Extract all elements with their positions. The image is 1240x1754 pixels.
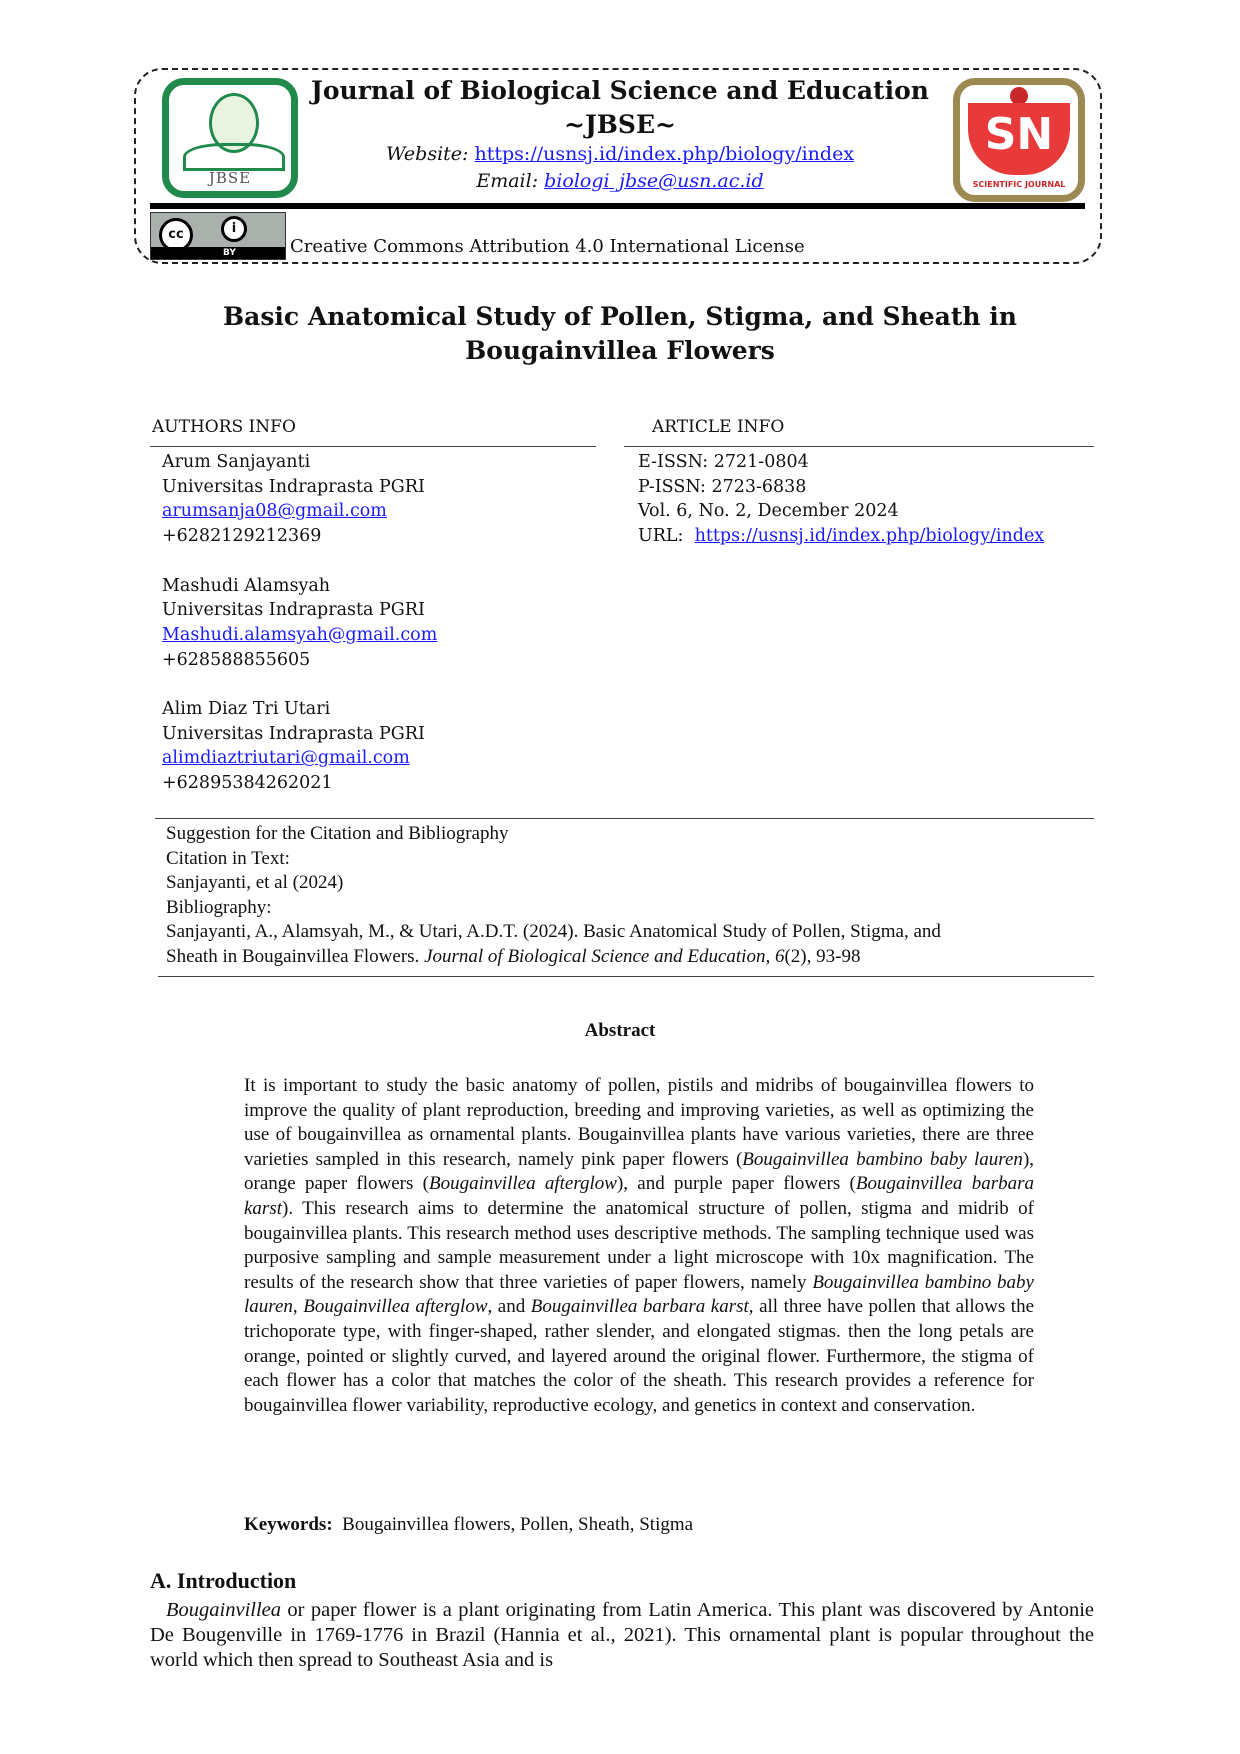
journal-header-frame [134,68,1102,264]
eissn: E-ISSN: 2721-0804 [638,452,809,472]
bibliography-label: Bibliography: [166,896,272,918]
article-info-rule [624,446,1094,447]
citation-block: Suggestion for the Citation and Bibliogr… [166,822,941,970]
author-email-link[interactable]: alimdiaztriutari@gmail.com [162,748,410,769]
bibliography-line-1: Sanjayanti, A., Alamsyah, M., & Utari, A… [166,921,941,943]
citation-top-rule [155,818,1094,819]
journal-name: Journal of Biological Science and Educat… [311,76,929,105]
author-phone: +628588855605 [162,649,311,670]
sn-logo-letters: SN [968,103,1070,175]
author-affiliation: Universitas Indraprasta PGRI [162,723,425,744]
citation-heading: Suggestion for the Citation and Bibliogr… [166,823,509,844]
keywords-label: Keywords: [244,1514,333,1535]
journal-email-link[interactable]: biologi_jbse@usn.ac.id [544,170,764,192]
author-affiliation: Universitas Indraprasta PGRI [162,476,425,497]
abstract-segment: It is important to study the basic anato… [244,1075,1034,1170]
pissn: P-ISSN: 2723-6838 [638,476,807,497]
abstract-segment: , [292,1296,304,1318]
citation-in-text-label: Citation in Text: [166,847,290,869]
header-divider [150,203,1085,209]
abstract-heading: Abstract [584,1020,656,1041]
author-phone: +62895384262021 [162,773,333,794]
abstract-segment: ), and purple paper flowers ( [616,1173,856,1195]
authors-info-heading: AUTHORS INFO [152,417,296,437]
species-name: Bougainvillea afterglow [303,1296,488,1318]
sn-logo-band: SCIENTIFIC JOURNAL [972,180,1066,189]
email-label: Email: [476,170,539,192]
by-label: BY [223,248,236,258]
website-line: Website: https://usnsj.id/index.php/biol… [300,143,940,165]
cc-by-badge[interactable]: cc i BY [150,212,286,260]
species-name: Bougainvillea barbara karst [244,1173,1034,1219]
journal-title: Journal of Biological Science and Educat… [300,74,940,142]
bib-journal-name: Journal of Biological Science and Educat… [424,945,785,967]
species-name: Bougainvillea bambino baby lauren [742,1148,1023,1170]
introduction-text: Bougainvillea or paper flower is a plant… [150,1598,1094,1673]
introduction-heading: A. Introduction [150,1568,297,1593]
website-link[interactable]: https://usnsj.id/index.php/biology/index [474,143,855,165]
badge-strip [151,247,285,259]
abstract-segment: ), orange paper flowers ( [244,1148,1035,1195]
paper-title-line-1: Basic Anatomical Study of Pollen, Stigma… [223,302,1017,331]
article-info-heading: ARTICLE INFO [652,417,785,437]
license-text: Creative Commons Attribution 4.0 Interna… [290,236,805,257]
genus-name: Bougainvillea [166,1599,282,1621]
keywords-list: Bougainvillea flowers, Pollen, Sheath, S… [342,1514,694,1535]
author-name: Arum Sanjayanti [162,452,311,472]
abstract-segment: ). This research aims to determine the a… [244,1197,1034,1293]
author-email-link[interactable]: Mashudi.alamsyah@gmail.com [162,624,438,645]
species-name: Bougainvillea bambino baby lauren [244,1271,1034,1318]
university-seal-icon [1010,87,1028,105]
email-line: Email: biologi_jbse@usn.ac.id [300,170,940,192]
attribution-person-icon: i [221,216,247,242]
paper-title: Basic Anatomical Study of Pollen, Stigma… [180,300,1060,368]
authors-info-rule [150,446,596,447]
abstract-segment: , and [487,1296,531,1318]
author-email-link[interactable]: arumsanja08@gmail.com [162,501,387,522]
usn-scientific-journal-logo: SN SCIENTIFIC JOURNAL [953,78,1085,202]
jbse-logo-text: JBSE [208,169,252,187]
bib-pages: (2), 93-98 [784,945,861,967]
jbse-logo: JBSE [162,78,298,198]
paper-title-line-2: Bougainvillea Flowers [465,336,775,365]
abstract-segment: , all three have pollen that allows the … [244,1296,1035,1416]
citation-bottom-rule [158,976,1094,977]
open-book-icon [183,143,285,171]
species-name: Bougainvillea barbara karst [530,1296,749,1318]
bib-title-tail: Sheath in Bougainvillea Flowers. [166,945,425,967]
bibliography-line-2: Sheath in Bougainvillea Flowers. Journal… [166,945,941,970]
article-url-link[interactable]: https://usnsj.id/index.php/biology/index [694,526,1045,547]
author-phone: +6282129212369 [162,526,322,547]
website-label: Website: [385,143,469,165]
author-affiliation: Universitas Indraprasta PGRI [162,600,425,621]
author-name: Mashudi Alamsyah [162,575,331,596]
article-info-list: E-ISSN: 2721-0804 P-ISSN: 2723-6838 Vol.… [638,450,1044,549]
abstract-text: It is important to study the basic anato… [244,1074,1034,1418]
journal-abbrev: ~JBSE~ [564,110,676,139]
species-name: Bougainvillea afterglow [428,1173,617,1195]
citation-in-text: Sanjayanti, et al (2024) [166,872,344,894]
introduction-body: or paper flower is a plant originating f… [150,1599,1094,1671]
author-name: Alim Diaz Tri Utari [162,699,331,719]
url-label: URL: [638,526,684,547]
keywords: Keywords: Bougainvillea flowers, Pollen,… [244,1514,693,1536]
authors-list: Arum Sanjayanti Universitas Indraprasta … [162,450,437,796]
volume-issue: Vol. 6, No. 2, December 2024 [638,501,899,522]
